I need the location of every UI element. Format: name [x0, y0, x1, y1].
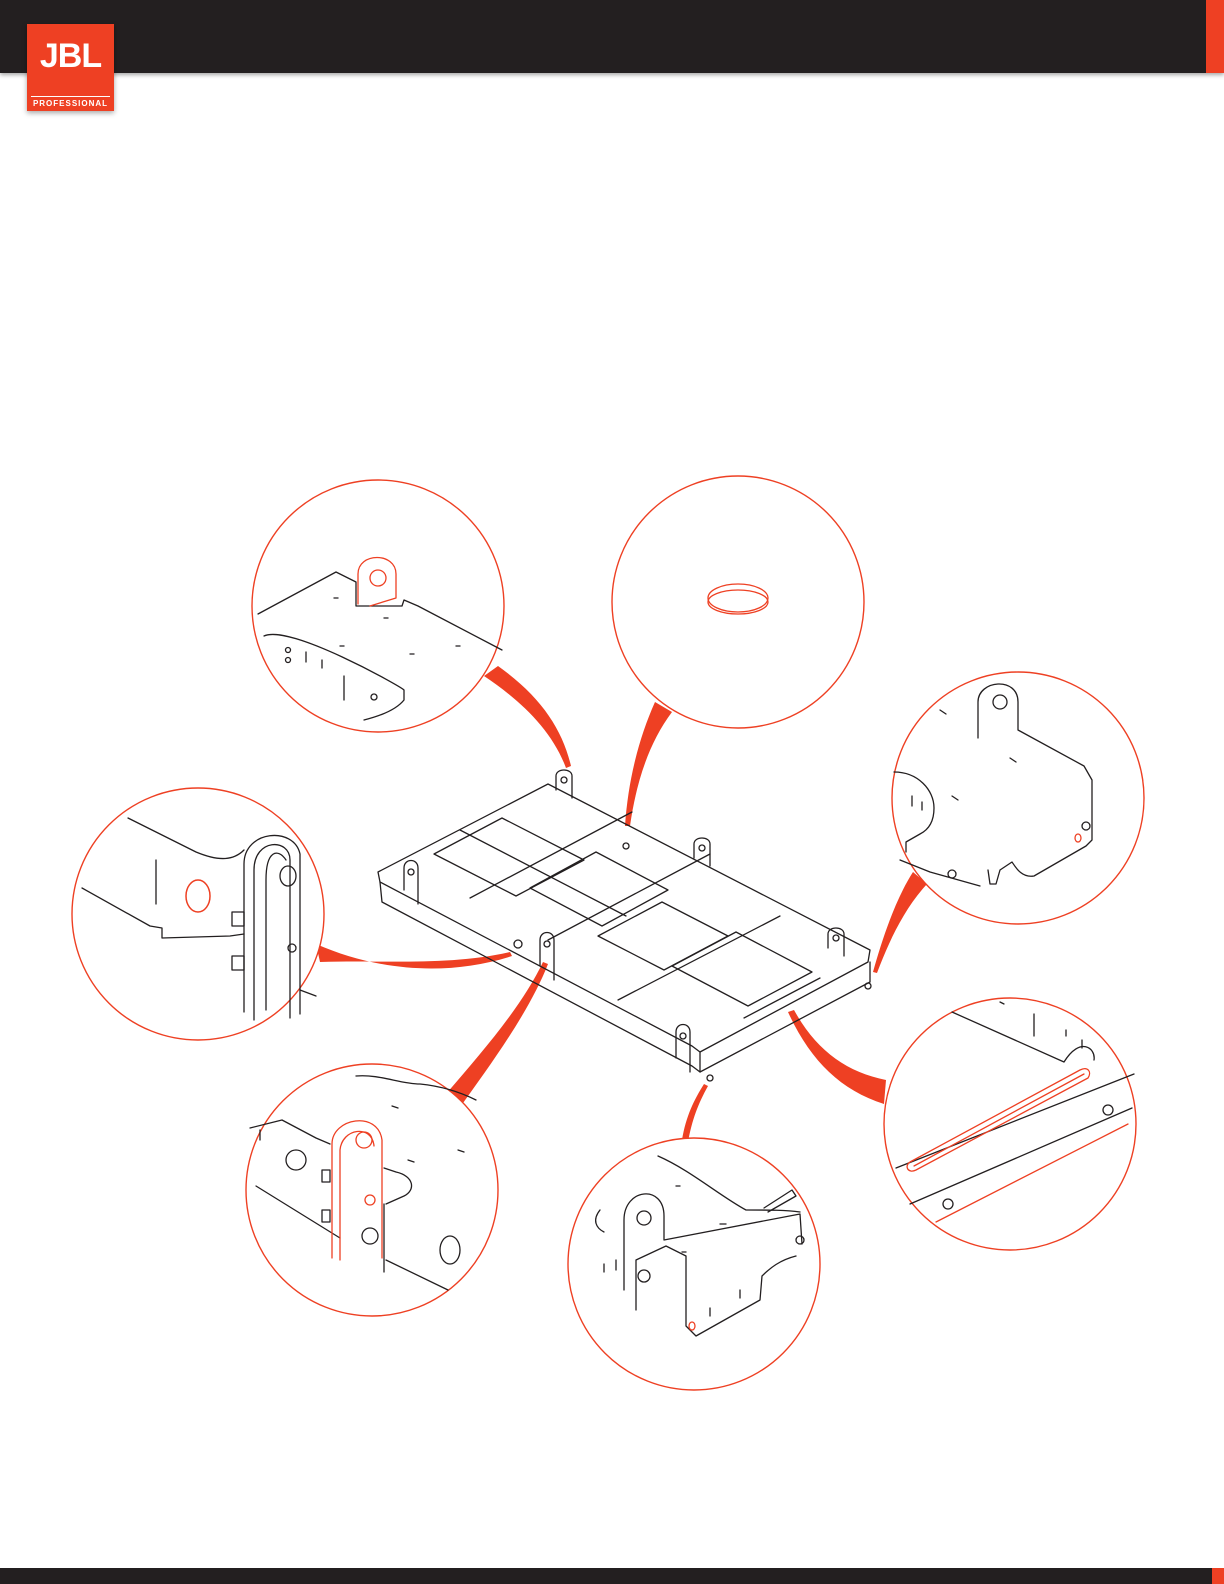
connector-left-front-lug [446, 962, 548, 1110]
frame-side-hole [514, 940, 522, 948]
footer-accent-stripe [1212, 1568, 1224, 1584]
callout-front-corner [568, 1138, 820, 1390]
frame-lug-rear [556, 770, 572, 798]
callout-right-rear-corner [892, 672, 1144, 924]
frame-rail [744, 978, 820, 1018]
callout-top-rear-lug [252, 480, 504, 732]
connector-front-corner [682, 1084, 708, 1142]
connector-right-rear-corner [873, 872, 927, 973]
frame-right-wall [700, 962, 870, 1072]
callout-center-hole [612, 476, 864, 728]
frame-divider-rear [460, 830, 626, 916]
connector-right-rail [788, 1010, 886, 1104]
frame-corner-hole [865, 983, 871, 989]
frame-front-hole [707, 1075, 713, 1081]
footer-bar [0, 1568, 1224, 1584]
frame-divider-front [618, 916, 780, 1000]
connector-center-hole [625, 702, 672, 826]
connector-top-rear-lug [484, 666, 571, 768]
frame-lug-front [676, 1025, 690, 1073]
frame-lug-left [404, 861, 418, 905]
frame-cutout-2 [530, 852, 668, 926]
frame-cutout-4 [672, 932, 812, 1006]
frame-top-plate [378, 784, 870, 1052]
main-frame [378, 770, 871, 1081]
callout-right-rail [884, 998, 1136, 1250]
callout-left-front-lug [246, 1064, 498, 1316]
callout-left-side-hole [72, 788, 324, 1040]
frame-cutout-1 [434, 818, 584, 896]
frame-center-hole [623, 843, 629, 849]
connector-left-side-hole [316, 944, 512, 969]
